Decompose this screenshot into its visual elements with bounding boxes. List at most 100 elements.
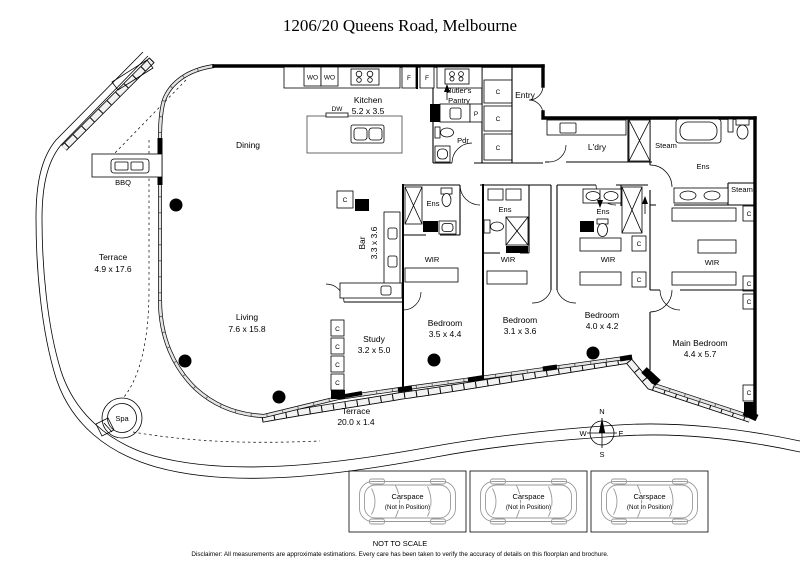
wir3-robe-bottom [579,271,622,286]
wir2-robe [486,270,528,285]
label-study-dims: 3.2 x 5.0 [358,345,391,355]
bbq-icon [91,153,163,178]
label-c: C [496,116,501,123]
study-cupboards [330,319,345,391]
label-wir2: WIR [501,255,516,264]
ensuite3-fixtures [580,186,647,288]
car-icon [601,478,698,525]
label-wir1: WIR [425,255,440,264]
compass-icon: N E S W [579,407,623,459]
label-living: Living [236,312,258,322]
carspace-note: (Not In Position) [506,504,551,511]
label-f1: F [407,75,411,82]
compass-north: N [599,407,604,416]
balustrade-south [261,355,752,423]
label-terrace-west-dims: 4.9 x 17.6 [94,264,132,274]
label-ens1: Ens [427,199,440,208]
entry-cupboards [483,79,513,161]
label-main-bedroom-dims: 4.4 x 5.7 [684,349,717,359]
label-c: C [637,241,642,248]
label-ldry: L'dry [588,142,607,152]
label-c: C [335,380,340,387]
not-to-scale-note: NOT TO SCALE [373,539,428,548]
compass-south: S [599,450,604,459]
bath-icon [675,118,722,144]
label-butlers-2: Pantry [448,96,470,105]
label-pdr: Pdr [457,136,469,145]
label-bedroom1-dims: 3.5 x 4.4 [429,329,462,339]
label-c: C [747,390,752,397]
ensuite2-fixtures [483,188,529,253]
label-bedroom2: Bedroom [503,315,538,325]
label-bedroom1: Bedroom [428,318,463,328]
label-bedroom2-dims: 3.1 x 3.6 [504,326,537,336]
terrace-outer-edges [35,51,800,479]
main-ensuite-fixtures [673,118,750,204]
label-c: C [335,362,340,369]
compass-west: W [579,429,587,438]
cooktop-icon [350,68,380,86]
car-icon [359,478,456,525]
label-wo1: WO [307,75,318,82]
island-bench [306,112,403,154]
toilet-icon [434,126,454,139]
spa-icon [95,397,143,439]
corner-pier [744,402,755,415]
planter [111,59,154,91]
wir3-robe-top [579,237,622,252]
terrace-dashed-lines [111,79,321,443]
label-c: C [637,277,642,284]
label-terrace-south: Terrace [342,406,371,416]
steam-shower-icon [628,119,651,162]
label-p: P [474,111,478,118]
label-entry: Entry [515,90,536,100]
bar-joinery [336,190,403,299]
room-labels: Kitchen 5.2 x 3.5 DW WO WO F F Butler's … [94,75,753,428]
powder-room-fixtures [434,126,454,163]
columns [169,198,600,404]
label-steam1: Steam [655,141,677,150]
cooktop2-icon [444,68,470,85]
label-c: C [747,211,752,218]
main-bedroom-cupboard [742,384,756,402]
label-ens-main: Ens [697,162,710,171]
label-living-dims: 7.6 x 15.8 [228,324,266,334]
label-c: C [496,145,501,152]
carspace-label: Carspace [391,492,423,501]
door-swings [325,85,681,313]
label-wir3: WIR [601,255,616,264]
kitchen-joinery [283,66,435,154]
wall-posts [157,138,759,422]
label-kitchen: Kitchen [354,95,383,105]
main-wir-joinery [671,205,756,310]
label-steam2: Steam [731,185,753,194]
label-dining: Dining [236,140,260,150]
toilet-icon [727,118,750,140]
label-butlers-1: Butler's [447,86,472,95]
label-bedroom3-dims: 4.0 x 4.2 [586,321,619,331]
laundry-joinery [546,119,627,136]
compass-east: E [618,429,623,438]
label-wo2: WO [324,75,335,82]
label-main-bedroom: Main Bedroom [672,338,727,348]
carspace-note: (Not In Position) [627,504,672,511]
label-c: C [335,326,340,333]
carspace-3: Carspace (Not In Position) [590,470,709,533]
carspace-label: Carspace [512,492,544,501]
label-study: Study [363,334,385,344]
label-c: C [343,197,348,204]
carspace-2: Carspace (Not In Position) [469,470,588,533]
label-ens3: Ens [597,207,610,216]
label-bedroom3: Bedroom [585,310,620,320]
label-dw: DW [332,106,344,113]
balustrade-west [61,57,155,151]
label-bbq: BBQ [115,178,131,187]
label-bar-dims: 3.3 x 3.6 [369,226,379,259]
double-vanity-icon [673,187,729,204]
label-c: C [335,344,340,351]
butlers-pantry-joinery [430,66,483,123]
page-title: 1206/20 Queens Road, Melbourne [283,16,517,35]
label-c: C [747,281,752,288]
